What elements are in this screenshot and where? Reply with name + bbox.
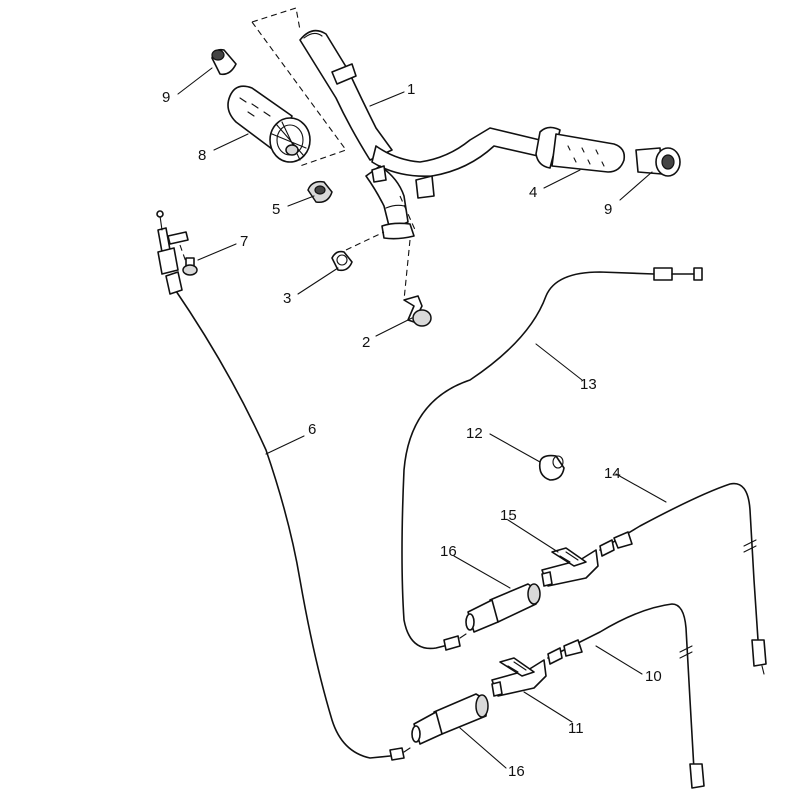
callout-9-right: 9 — [604, 201, 612, 218]
callout-4: 4 — [529, 184, 537, 201]
callout-16-lower: 16 — [508, 763, 525, 780]
callout-8: 8 — [198, 147, 206, 164]
grip-left — [227, 85, 311, 163]
screw-7 — [182, 257, 198, 276]
callout-10: 10 — [645, 668, 662, 685]
bar-end-right — [635, 147, 681, 177]
cable-sleeve — [538, 454, 565, 481]
bolt-2 — [403, 295, 432, 327]
bar-end-left — [211, 48, 237, 76]
callout-1: 1 — [407, 81, 415, 98]
cable-14 — [599, 482, 767, 675]
choke-cable — [401, 267, 703, 651]
callout-labels: 1 2 3 4 5 6 7 8 9 9 10 11 12 13 14 15 16… — [162, 81, 662, 780]
callout-11: 11 — [568, 720, 584, 737]
cable-junction-15 — [541, 547, 599, 587]
cable-10 — [547, 603, 705, 789]
callout-6: 6 — [308, 421, 316, 438]
collar — [331, 250, 353, 272]
callout-3: 3 — [283, 290, 291, 307]
grommet — [307, 180, 333, 204]
callout-7: 7 — [240, 233, 248, 250]
exploded-guide-lines — [179, 7, 417, 301]
callout-9-left: 9 — [162, 89, 170, 106]
cable-junction-11 — [491, 657, 547, 697]
callout-14: 14 — [604, 465, 621, 482]
callout-16-upper: 16 — [440, 543, 457, 560]
cable-housing-16-lower — [411, 693, 489, 745]
callout-15: 15 — [500, 507, 517, 524]
callout-2: 2 — [362, 334, 370, 351]
cable-housing-16-upper — [465, 583, 541, 633]
callout-5: 5 — [272, 201, 280, 218]
leader-lines — [177, 67, 667, 769]
throttle-cable — [156, 210, 411, 761]
grip-right — [535, 126, 626, 173]
callout-13: 13 — [580, 376, 597, 393]
callout-12: 12 — [466, 425, 483, 442]
handlebar — [299, 29, 541, 240]
